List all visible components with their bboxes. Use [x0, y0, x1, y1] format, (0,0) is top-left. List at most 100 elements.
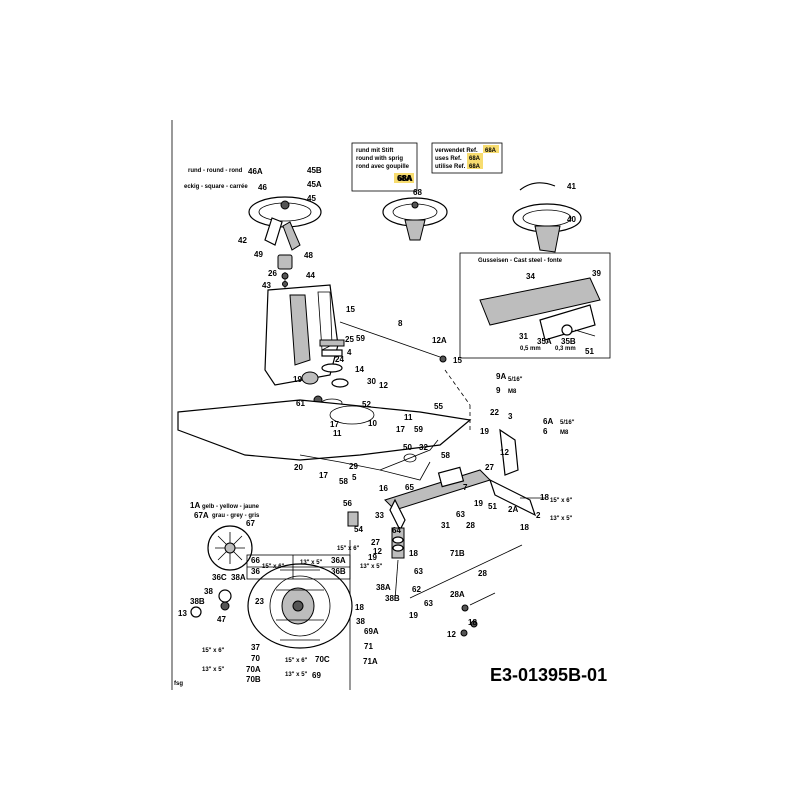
part-callout: 64	[392, 526, 401, 535]
part-callout: 12	[500, 448, 509, 457]
part-callout: 26	[268, 269, 277, 278]
part-callout: 19	[480, 427, 489, 436]
part-callout: 38B	[385, 594, 400, 603]
part-callout: 24	[335, 355, 344, 364]
part-callout: 70A	[246, 665, 261, 674]
bracket-65	[347, 511, 359, 527]
size-2a: 13" x 5"	[550, 516, 573, 522]
part-callout: 38	[356, 617, 365, 626]
spindle-left	[391, 527, 405, 601]
part-callout: 18	[355, 603, 364, 612]
size-69a: 13" x 5"	[285, 672, 308, 678]
guide-line	[444, 369, 471, 406]
part-callout: 38A	[231, 573, 246, 582]
part-callout: 36B	[331, 567, 346, 576]
part-callout: 35B	[561, 337, 576, 346]
part-callout: 6	[543, 427, 548, 436]
part-callout: 11	[404, 413, 413, 422]
part-callout: 27	[371, 538, 380, 547]
part-callout: 18	[520, 523, 529, 532]
part-callout: 42	[238, 236, 247, 245]
part-callout: 63	[414, 567, 423, 576]
hubcap-yellow: gelb - yellow - jaune	[202, 504, 260, 510]
part-callout: 12	[0, 0, 9, 2]
part-callout: 25	[345, 335, 354, 344]
dim-05: 0,5 mm	[520, 346, 541, 352]
cast-steel-box	[459, 252, 611, 359]
part-callout: 31	[519, 332, 528, 341]
bolt-m8-a: M8	[508, 389, 517, 395]
part-callout: 5	[352, 473, 357, 482]
part-callout: 41	[567, 182, 576, 191]
part-callout: 69A	[364, 627, 379, 636]
part-callout: 12	[373, 547, 382, 556]
part-callout: 71B	[450, 549, 465, 558]
part-callout: 12A	[432, 336, 447, 345]
part-callout: 36A	[331, 556, 346, 565]
part-callout: 28	[478, 569, 487, 578]
size-2: 15" x 6"	[550, 498, 573, 504]
part-callout: 19	[368, 553, 377, 562]
part-callout: 47	[217, 615, 226, 624]
part-callout: 15	[453, 356, 462, 365]
part-callout: 38A	[376, 583, 391, 592]
part-callout: 19	[293, 375, 302, 384]
part-callout: 27	[485, 463, 494, 472]
part-callout: 19	[409, 611, 418, 620]
part-callout: 17	[319, 471, 328, 480]
size-70b: 13" x 5"	[202, 667, 225, 673]
part-callout: 65	[405, 483, 414, 492]
part-callout: 45	[307, 194, 316, 203]
uses-ref-hl-3	[467, 161, 483, 169]
part-callout: 35A	[537, 337, 552, 346]
part-callout: 59	[356, 334, 365, 343]
part-callout: 36	[251, 567, 260, 576]
size-69: 15" x 6"	[285, 658, 308, 664]
part-callout: 52	[362, 400, 371, 409]
cast-steel-note: Gusseisen - Cast steel - fonte	[478, 258, 563, 264]
part-callout: 23	[255, 597, 264, 606]
part-callout: 45A	[307, 180, 322, 189]
uses-note-fr: utilise Ref.	[435, 164, 466, 170]
steering-column	[277, 254, 293, 290]
uses-note-de: verwendet Ref.	[435, 148, 478, 154]
part-callout: 39	[592, 269, 601, 278]
pin-note-en: round with sprig	[356, 156, 403, 162]
part-callout: 37	[251, 643, 260, 652]
part-callout: 49	[254, 250, 263, 259]
part-callout: 54	[354, 525, 363, 534]
part-callout: 71	[364, 642, 373, 651]
uses-ref-hl-1	[483, 145, 499, 153]
part-callout: 69	[312, 671, 321, 680]
part-callout: 36C	[212, 573, 227, 582]
pin-note-box	[351, 142, 418, 192]
bolt-m8-b: M8	[560, 430, 569, 436]
part-callout: 18	[540, 493, 549, 502]
part-callout: 8	[398, 319, 403, 328]
size-36b: 13" x 5"	[300, 560, 323, 566]
chassis-frame	[177, 399, 472, 481]
part-callout: 46A	[248, 167, 263, 176]
uses-note-en: uses Ref.	[435, 156, 462, 162]
hubcap-grey: grau - grey - gris	[212, 513, 260, 519]
part-callout: 7	[463, 483, 468, 492]
part-callout: 67	[246, 519, 255, 528]
part-callout: 28	[466, 521, 475, 530]
part-callout: 9A	[496, 372, 506, 381]
steering-gear-stack	[301, 339, 349, 408]
part-callout: 46	[258, 183, 267, 192]
part-callout: 70B	[246, 675, 261, 684]
drag-link	[339, 321, 447, 363]
wheel-size-box	[246, 554, 351, 580]
bolt-516-a: 5/16"	[508, 377, 523, 383]
size-1a-15: 15" x 6"	[337, 546, 360, 552]
steering-wheel-main	[248, 196, 322, 251]
part-callout: 11	[333, 429, 342, 438]
part-callout: 62	[412, 585, 421, 594]
part-callout: 51	[585, 347, 594, 356]
bolt-516-b: 5/16"	[560, 420, 575, 426]
part-callout: 17	[330, 420, 339, 429]
front-tire	[247, 563, 353, 649]
